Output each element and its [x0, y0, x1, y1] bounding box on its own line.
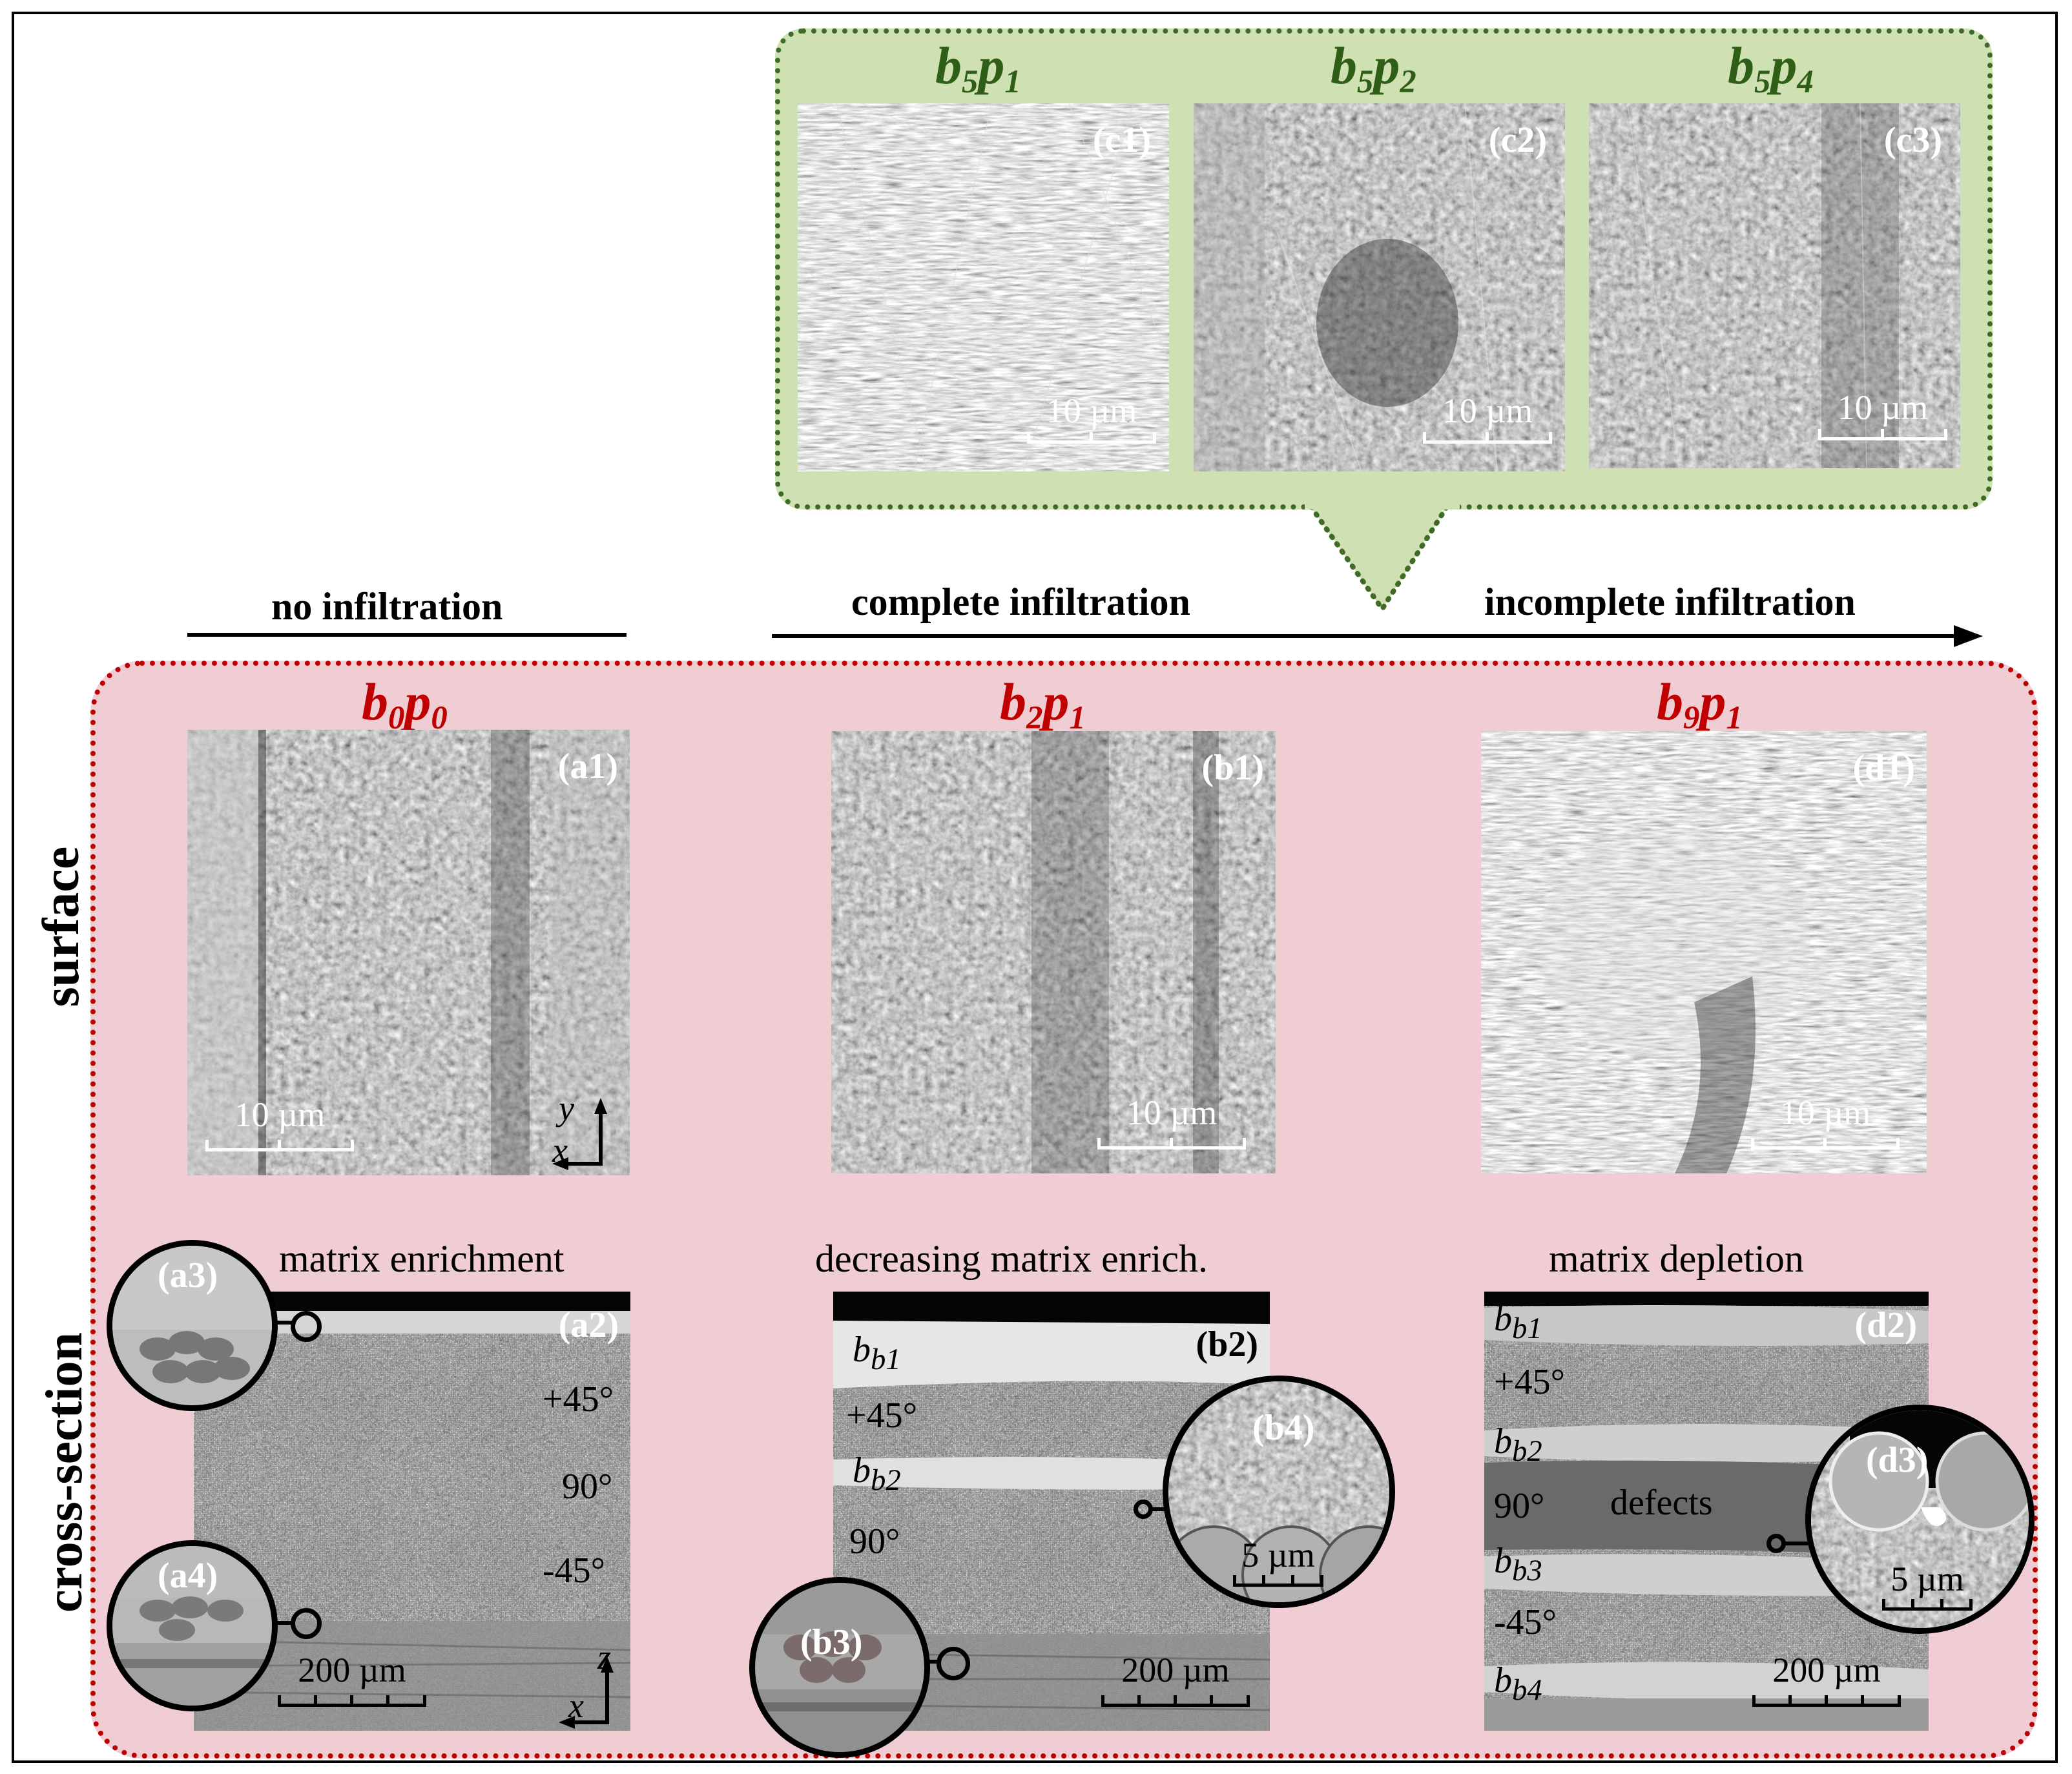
caption-decreasing-matrix-enrich: decreasing matrix enrich. — [815, 1237, 1208, 1280]
inset-a4: (a4) — [107, 1540, 278, 1711]
label-b5p2: b5p2 — [1331, 36, 1416, 100]
layer-label-d-plus45: +45° — [1494, 1362, 1565, 1402]
inset-b4: (b4) 5 µm — [1163, 1376, 1395, 1608]
layer-label-d-90: 90° — [1494, 1486, 1545, 1526]
label-b5p4: b5p4 — [1728, 36, 1814, 100]
no-infiltration-line — [187, 633, 627, 637]
scalebar-b1: 10 µm — [1097, 1093, 1246, 1150]
caption-matrix-enrichment: matrix enrichment — [279, 1237, 565, 1280]
leader-d3 — [1783, 1542, 1812, 1545]
tag-b3: (b3) — [800, 1622, 863, 1662]
axis-label-y: y — [559, 1089, 574, 1128]
leader-b4 — [1150, 1507, 1170, 1511]
header-no-infiltration: no infiltration — [271, 585, 503, 628]
layer-label-d-b3: bb3 — [1494, 1541, 1542, 1588]
tag-a4: (a4) — [158, 1556, 218, 1596]
marker-a3 — [291, 1311, 322, 1342]
tag-d2: (d2) — [1854, 1305, 1917, 1345]
scalebar-d2: 200 µm — [1752, 1650, 1901, 1707]
caption-matrix-depletion: matrix depletion — [1549, 1237, 1804, 1280]
leader-b3 — [928, 1660, 941, 1664]
label-b2p1: b2p1 — [1000, 672, 1086, 736]
layer-label-plus45-b2: +45° — [846, 1396, 917, 1436]
tag-b1: (b1) — [1201, 748, 1264, 788]
inset-d3: (d3) 5 µm — [1805, 1405, 2035, 1634]
infiltration-arrow — [772, 625, 1983, 647]
sem-image-c2: (c2) 10 µm — [1194, 103, 1565, 471]
sem-image-a1: (a1) 10 µm y x — [187, 730, 630, 1175]
xy-axes-icon — [552, 1098, 607, 1170]
layer-label-90-b2: 90° — [849, 1521, 900, 1562]
row-label-surface: surface — [33, 846, 90, 1007]
tag-a3: (a3) — [158, 1255, 218, 1295]
tag-c1: (c1) — [1092, 120, 1151, 160]
scalebar-d3: 5 µm — [1882, 1559, 1973, 1611]
label-b9p1: b9p1 — [1657, 672, 1743, 736]
figure-frame — [12, 12, 2058, 1763]
sem-image-b1: (b1) 10 µm — [831, 731, 1276, 1173]
scalebar-a2: 200 µm — [278, 1650, 426, 1707]
layer-label-d-b1: bb1 — [1494, 1299, 1542, 1346]
tag-b4: (b4) — [1252, 1408, 1315, 1448]
scalebar-d1: 10 µm — [1751, 1093, 1900, 1150]
layer-label-plus45: +45° — [543, 1379, 614, 1419]
layer-label-d-minus45: -45° — [1494, 1602, 1557, 1642]
leader-a3 — [276, 1321, 295, 1325]
sem-image-c3: (c3) 10 µm — [1589, 103, 1960, 468]
scalebar-c1: 10 µm — [1027, 391, 1156, 444]
marker-a4 — [291, 1608, 322, 1639]
inset-b3: (b3) — [749, 1577, 930, 1758]
annotation-defects: defects — [1610, 1483, 1713, 1523]
tag-c2: (c2) — [1488, 120, 1547, 160]
leader-a4 — [276, 1621, 295, 1625]
tag-a2: (a2) — [558, 1305, 619, 1345]
layer-label-b2: bb2 — [853, 1450, 901, 1498]
tag-c3: (c3) — [1883, 120, 1942, 160]
inset-a3: (a3) — [107, 1240, 278, 1411]
header-incomplete-infiltration: incomplete infiltration — [1484, 581, 1856, 623]
axis-label-x: x — [552, 1131, 568, 1170]
axis-label-z: z — [597, 1638, 612, 1676]
layer-label-d-b4: bb4 — [1494, 1660, 1542, 1707]
row-label-cross-section: cross-section — [36, 1332, 93, 1613]
xz-axes-icon — [559, 1656, 614, 1729]
marker-b3 — [937, 1647, 970, 1680]
tag-b2: (b2) — [1196, 1325, 1258, 1365]
scalebar-c3: 10 µm — [1818, 387, 1947, 440]
label-b0p0: b0p0 — [362, 672, 448, 736]
scalebar-b4: 5 µm — [1233, 1535, 1323, 1587]
sem-image-d1: (d1) 10 µm — [1481, 731, 1927, 1173]
layer-label-d-b2: bb2 — [1494, 1421, 1542, 1469]
tag-a1: (a1) — [557, 747, 618, 787]
scalebar-a1: 10 µm — [205, 1095, 354, 1151]
sem-image-c1: (c1) 10 µm — [798, 103, 1169, 471]
axis-label-x-cross: x — [568, 1686, 584, 1725]
layer-label-minus45: -45° — [543, 1551, 606, 1591]
callout-pointer — [1305, 500, 1460, 614]
layer-label-90: 90° — [562, 1467, 613, 1507]
scalebar-b2: 200 µm — [1101, 1650, 1250, 1707]
header-complete-infiltration: complete infiltration — [851, 581, 1190, 623]
scalebar-c2: 10 µm — [1423, 391, 1552, 444]
tag-d3: (d3) — [1866, 1440, 1929, 1480]
layer-label-b1: bb1 — [853, 1330, 901, 1377]
label-b5p1: b5p1 — [935, 36, 1021, 100]
tag-d1: (d1) — [1852, 748, 1915, 788]
